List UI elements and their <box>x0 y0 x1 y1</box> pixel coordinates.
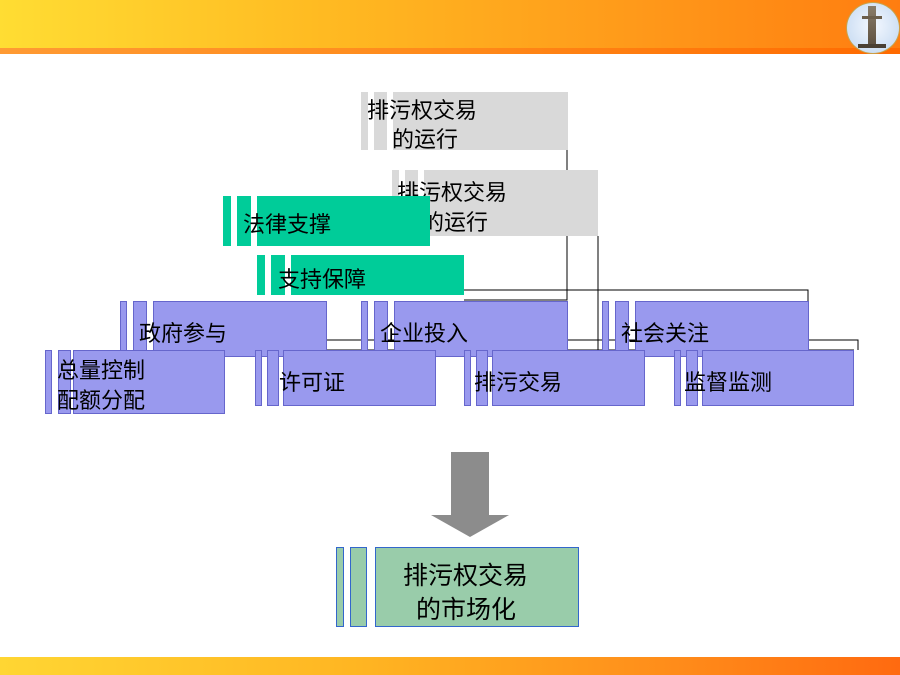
quota-bar1 <box>45 350 52 414</box>
bottom-banner <box>0 657 900 675</box>
top-node-label-1: 排污权交易 <box>367 99 478 124</box>
quota-node <box>73 350 225 414</box>
result-node <box>375 547 579 627</box>
support-guarantee-node <box>291 255 464 295</box>
legal-support-bar1 <box>223 196 231 246</box>
quota-label-1: 总量控制 <box>57 359 146 384</box>
legal-support-label: 法律支撑 <box>243 213 332 238</box>
monitor-bar1 <box>674 350 681 406</box>
trade-bar1 <box>464 350 471 406</box>
top-node-shadow <box>424 170 598 236</box>
enterprise-node <box>394 301 568 357</box>
result-label-1: 排污权交易 <box>403 561 529 590</box>
trade-bar2 <box>476 350 488 406</box>
result-bar1 <box>336 547 344 627</box>
quota-bar2 <box>58 350 71 414</box>
trade-label: 排污交易 <box>474 371 563 396</box>
top-node-bar2 <box>374 92 387 150</box>
gov-node <box>153 301 327 357</box>
enterprise-bar1 <box>361 301 368 357</box>
support-guarantee-bar1 <box>257 255 265 295</box>
gov-bar1 <box>120 301 127 357</box>
monitor-bar2 <box>686 350 698 406</box>
support-guarantee-label: 支持保障 <box>278 268 367 293</box>
legal-support-bar2 <box>237 196 251 246</box>
result-label-2: 的市场化 <box>416 595 517 624</box>
society-label: 社会关注 <box>621 322 710 347</box>
trade-node <box>492 350 645 406</box>
top-node-shadow-label-2: 的运行 <box>422 211 489 236</box>
permit-label: 许可证 <box>279 371 346 396</box>
tower-icon <box>858 6 886 48</box>
society-bar1 <box>602 301 609 357</box>
down-arrow-shaft <box>451 452 489 516</box>
quota-label-2: 配额分配 <box>57 389 146 414</box>
permit-bar2 <box>267 350 279 406</box>
gov-label: 政府参与 <box>139 322 228 347</box>
monitor-label: 监督监测 <box>684 371 773 396</box>
enterprise-label: 企业投入 <box>380 322 469 347</box>
top-node <box>393 92 568 150</box>
legal-support-node <box>257 196 430 246</box>
top-banner <box>0 0 900 54</box>
top-node-label-2: 的运行 <box>392 128 459 153</box>
support-guarantee-bar2 <box>271 255 285 295</box>
top-node-bar1 <box>361 92 368 150</box>
permit-bar1 <box>255 350 262 406</box>
monitor-node <box>702 350 854 406</box>
result-bar2 <box>350 547 367 627</box>
down-arrow-icon <box>431 515 509 537</box>
permit-node <box>283 350 436 406</box>
